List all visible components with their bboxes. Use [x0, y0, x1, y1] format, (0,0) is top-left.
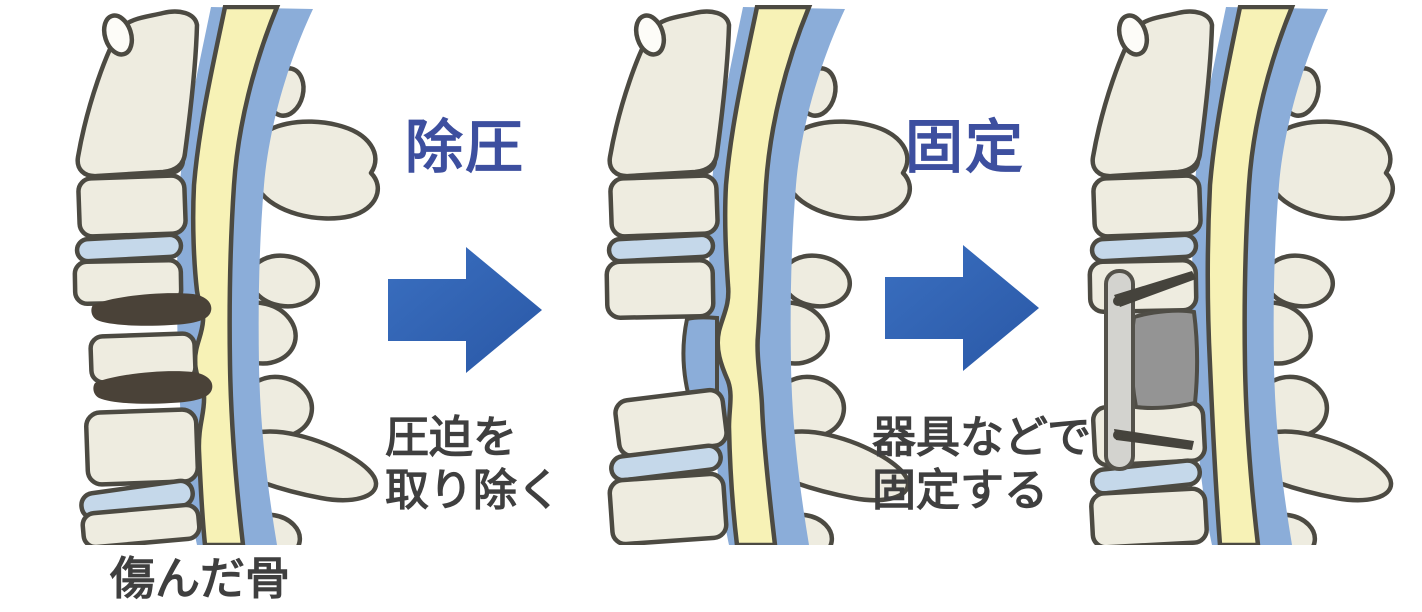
damaged-spine-illustration	[72, 5, 381, 545]
damaged-bone-label: 傷んだ骨	[110, 552, 291, 605]
damaged-discs	[91, 293, 213, 404]
fixed-spine-illustration	[1087, 5, 1396, 545]
screw-top-head	[1113, 296, 1123, 306]
vertebral-column	[72, 9, 202, 545]
decompressed-spine-illustration	[604, 5, 913, 545]
caption-line: 固定する	[872, 464, 1048, 516]
step-title-fixation: 固定	[904, 113, 1025, 181]
implant-plate	[1104, 269, 1135, 471]
top-vertebra	[607, 9, 732, 179]
decompression-gap	[681, 315, 719, 398]
atlas-loop	[101, 13, 135, 57]
step-title-decompression: 除圧	[404, 113, 525, 181]
caption-line: 器具などで	[872, 412, 1092, 463]
caption-line: 圧迫を	[385, 412, 517, 463]
spinous-processes	[752, 66, 913, 545]
spinal-cord-released	[715, 5, 813, 545]
spinal-cord-compressed	[190, 5, 281, 545]
top-vertebra	[75, 9, 200, 179]
atlas-loop	[1116, 13, 1150, 57]
screw-bottom-head	[1113, 430, 1123, 440]
implant-cage	[1129, 308, 1200, 410]
step-caption-fixation: 器具などで 固定する	[872, 412, 1091, 518]
arrow-right-icon	[885, 245, 1039, 371]
atlas-loop	[633, 13, 667, 57]
arrow-right-icon	[388, 247, 542, 373]
caption-line: 取り除く	[385, 464, 561, 516]
screw-top	[1114, 271, 1196, 307]
fixation-implant	[1104, 269, 1200, 471]
top-vertebra	[1090, 9, 1215, 179]
screw-bottom	[1114, 429, 1194, 450]
step-caption-decompression: 圧迫を 取り除く	[385, 412, 561, 518]
spinal-cord-straight	[1205, 5, 1296, 545]
vertebral-column	[604, 9, 732, 545]
